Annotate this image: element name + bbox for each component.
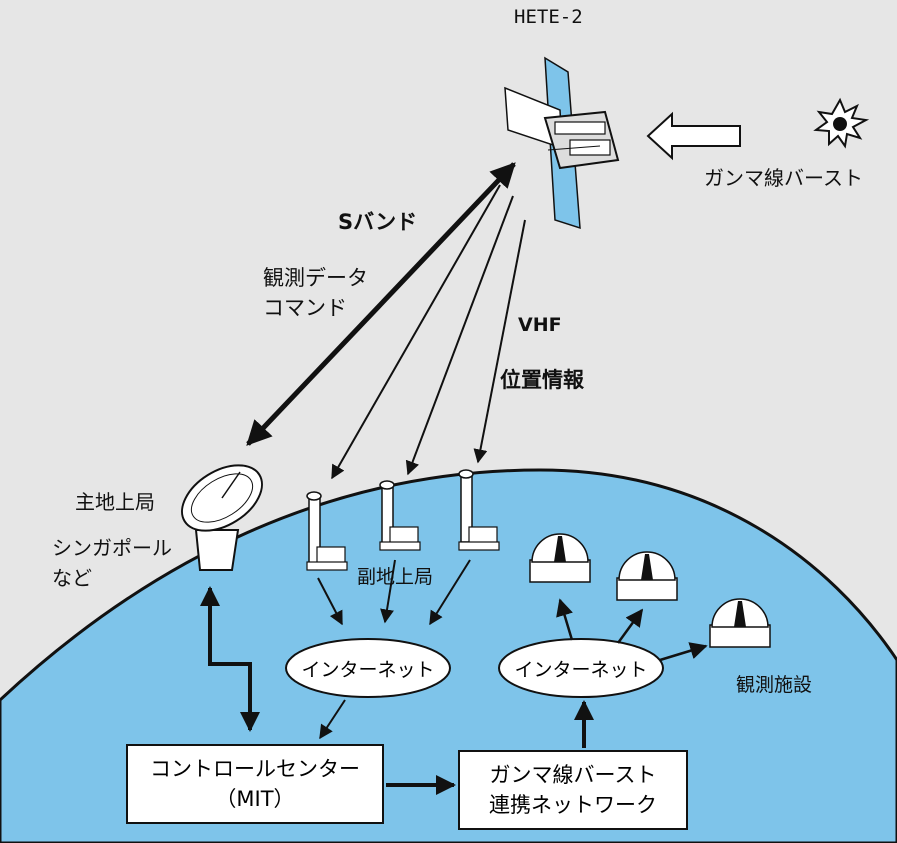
etc-label: など <box>52 566 92 590</box>
control-center-box: コントロールセンター （MIT） <box>126 744 384 824</box>
s-band-label: Sバンド <box>338 210 418 234</box>
vhf-label: VHF <box>518 314 562 336</box>
main-station-control-link-arrow <box>200 586 260 732</box>
control-center-title: コントロールセンター <box>150 757 360 781</box>
gamma-burst-label: ガンマ線バースト <box>704 166 863 190</box>
sub-station-3-icon <box>458 469 500 551</box>
internet-to-dome-arrow-2 <box>616 608 644 644</box>
internet-right-shape <box>498 638 664 698</box>
incoming-burst-arrow <box>646 111 741 161</box>
sub-station-label: 副地上局 <box>357 566 434 588</box>
grb-network-box: ガンマ線バースト 連携ネットワーク <box>458 750 688 830</box>
s-band-link-arrow <box>246 162 516 446</box>
satellite-name-label: HETE-2 <box>514 6 583 28</box>
substation-to-internet-arrow-3 <box>429 559 471 626</box>
substation-to-internet-arrow-2 <box>380 559 396 624</box>
main-station-dish-icon <box>181 464 263 571</box>
internet-to-dome-arrow-3 <box>659 642 708 662</box>
internet-left-shape <box>285 638 451 698</box>
observatory-dome-1-icon <box>529 533 591 583</box>
observatory-dome-3-icon <box>709 598 771 648</box>
singapore-label: シンガポール <box>52 536 172 560</box>
sub-station-1-icon <box>306 491 348 571</box>
satellite-icon <box>504 56 620 230</box>
internet-right-label: インターネット <box>514 658 648 681</box>
grb-network-title: ガンマ線バースト <box>489 763 657 787</box>
gamma-burst-star-icon <box>813 97 870 149</box>
grb-network-subtitle: 連携ネットワーク <box>489 793 657 817</box>
observatory-dome-2-icon <box>616 551 678 601</box>
vhf-arrow-2 <box>405 195 514 476</box>
internet-left-label: インターネット <box>301 658 435 681</box>
internet-to-dome-arrow-1 <box>556 598 574 641</box>
substation-to-internet-arrow-1 <box>317 577 343 626</box>
command-label: コマンド <box>263 296 347 320</box>
internet-to-control-arrow <box>319 699 346 740</box>
vhf-arrow-3 <box>473 219 526 464</box>
control-center-subtitle: （MIT） <box>215 787 295 811</box>
observation-data-label: 観測データ <box>263 266 368 290</box>
observatories-label: 観測施設 <box>736 674 813 696</box>
sub-station-2-icon <box>379 480 421 551</box>
main-station-label: 主地上局 <box>75 490 155 514</box>
vhf-arrow-1 <box>331 184 501 480</box>
position-info-label: 位置情報 <box>500 368 584 392</box>
